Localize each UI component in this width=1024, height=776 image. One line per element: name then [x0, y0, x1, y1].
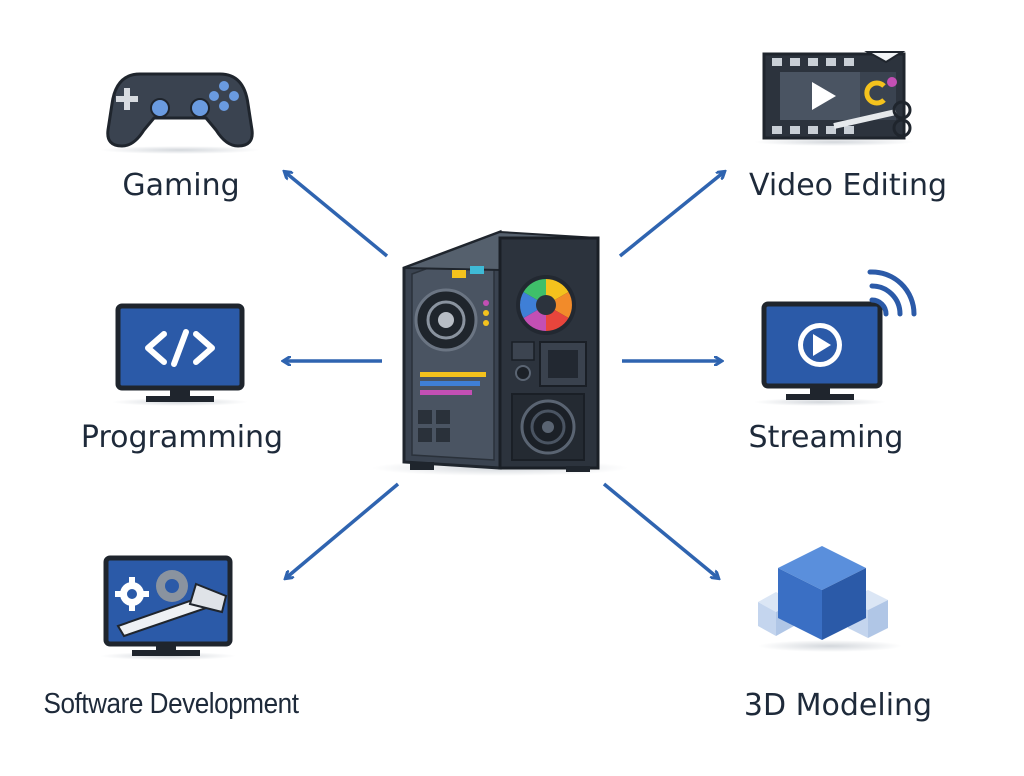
node-label-software-development: Software Development	[43, 688, 299, 720]
arrow-to-3d-modeling	[602, 482, 718, 578]
film-strip-icon	[754, 51, 914, 146]
gamepad-icon	[100, 72, 260, 154]
cube-icon	[758, 546, 902, 652]
node-label-streaming: Streaming	[748, 420, 904, 455]
gear-hammer-monitor-icon	[100, 555, 236, 660]
arrow-to-gaming	[285, 172, 389, 258]
node-label-3d-modeling: 3D Modeling	[743, 688, 933, 723]
arrow-to-video-editing	[618, 172, 724, 258]
node-label-video-editing: Video Editing	[748, 168, 948, 203]
pc-tower-icon	[372, 229, 628, 476]
play-monitor-icon	[754, 269, 917, 406]
code-monitor-icon	[112, 303, 248, 406]
node-label-programming: Programming	[80, 420, 284, 455]
node-label-gaming: Gaming	[122, 168, 240, 203]
arrow-to-software-development	[286, 482, 400, 578]
